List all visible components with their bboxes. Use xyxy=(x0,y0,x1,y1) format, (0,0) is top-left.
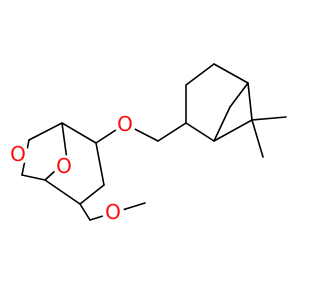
svg-text:O: O xyxy=(105,200,121,224)
bond xyxy=(251,119,264,158)
bond xyxy=(185,63,215,86)
bond xyxy=(21,174,46,181)
svg-text:O: O xyxy=(10,142,26,166)
bond xyxy=(213,106,231,142)
bond xyxy=(28,122,63,141)
bond xyxy=(229,82,249,108)
svg-text:O: O xyxy=(56,154,72,178)
bond xyxy=(247,82,253,121)
bond xyxy=(61,122,97,144)
atom-label-o-ring-left: O xyxy=(7,142,29,166)
bond xyxy=(213,119,253,142)
atom-label-o-bridge: O xyxy=(53,154,75,178)
structure-diagram: O O O O xyxy=(7,63,287,224)
bond xyxy=(251,116,287,121)
bond xyxy=(213,63,249,84)
atom-label-o-ether: O xyxy=(114,112,136,136)
atom-layer: O O O O xyxy=(7,112,136,224)
bond xyxy=(79,203,91,221)
bond xyxy=(44,179,81,205)
svg-text:O: O xyxy=(117,112,133,136)
bond xyxy=(157,122,187,142)
bond xyxy=(185,122,215,142)
bond xyxy=(79,184,105,205)
bond xyxy=(95,142,105,186)
atom-label-o-methoxy: O xyxy=(102,200,124,224)
bond-layer xyxy=(21,63,287,221)
bond xyxy=(61,122,68,161)
